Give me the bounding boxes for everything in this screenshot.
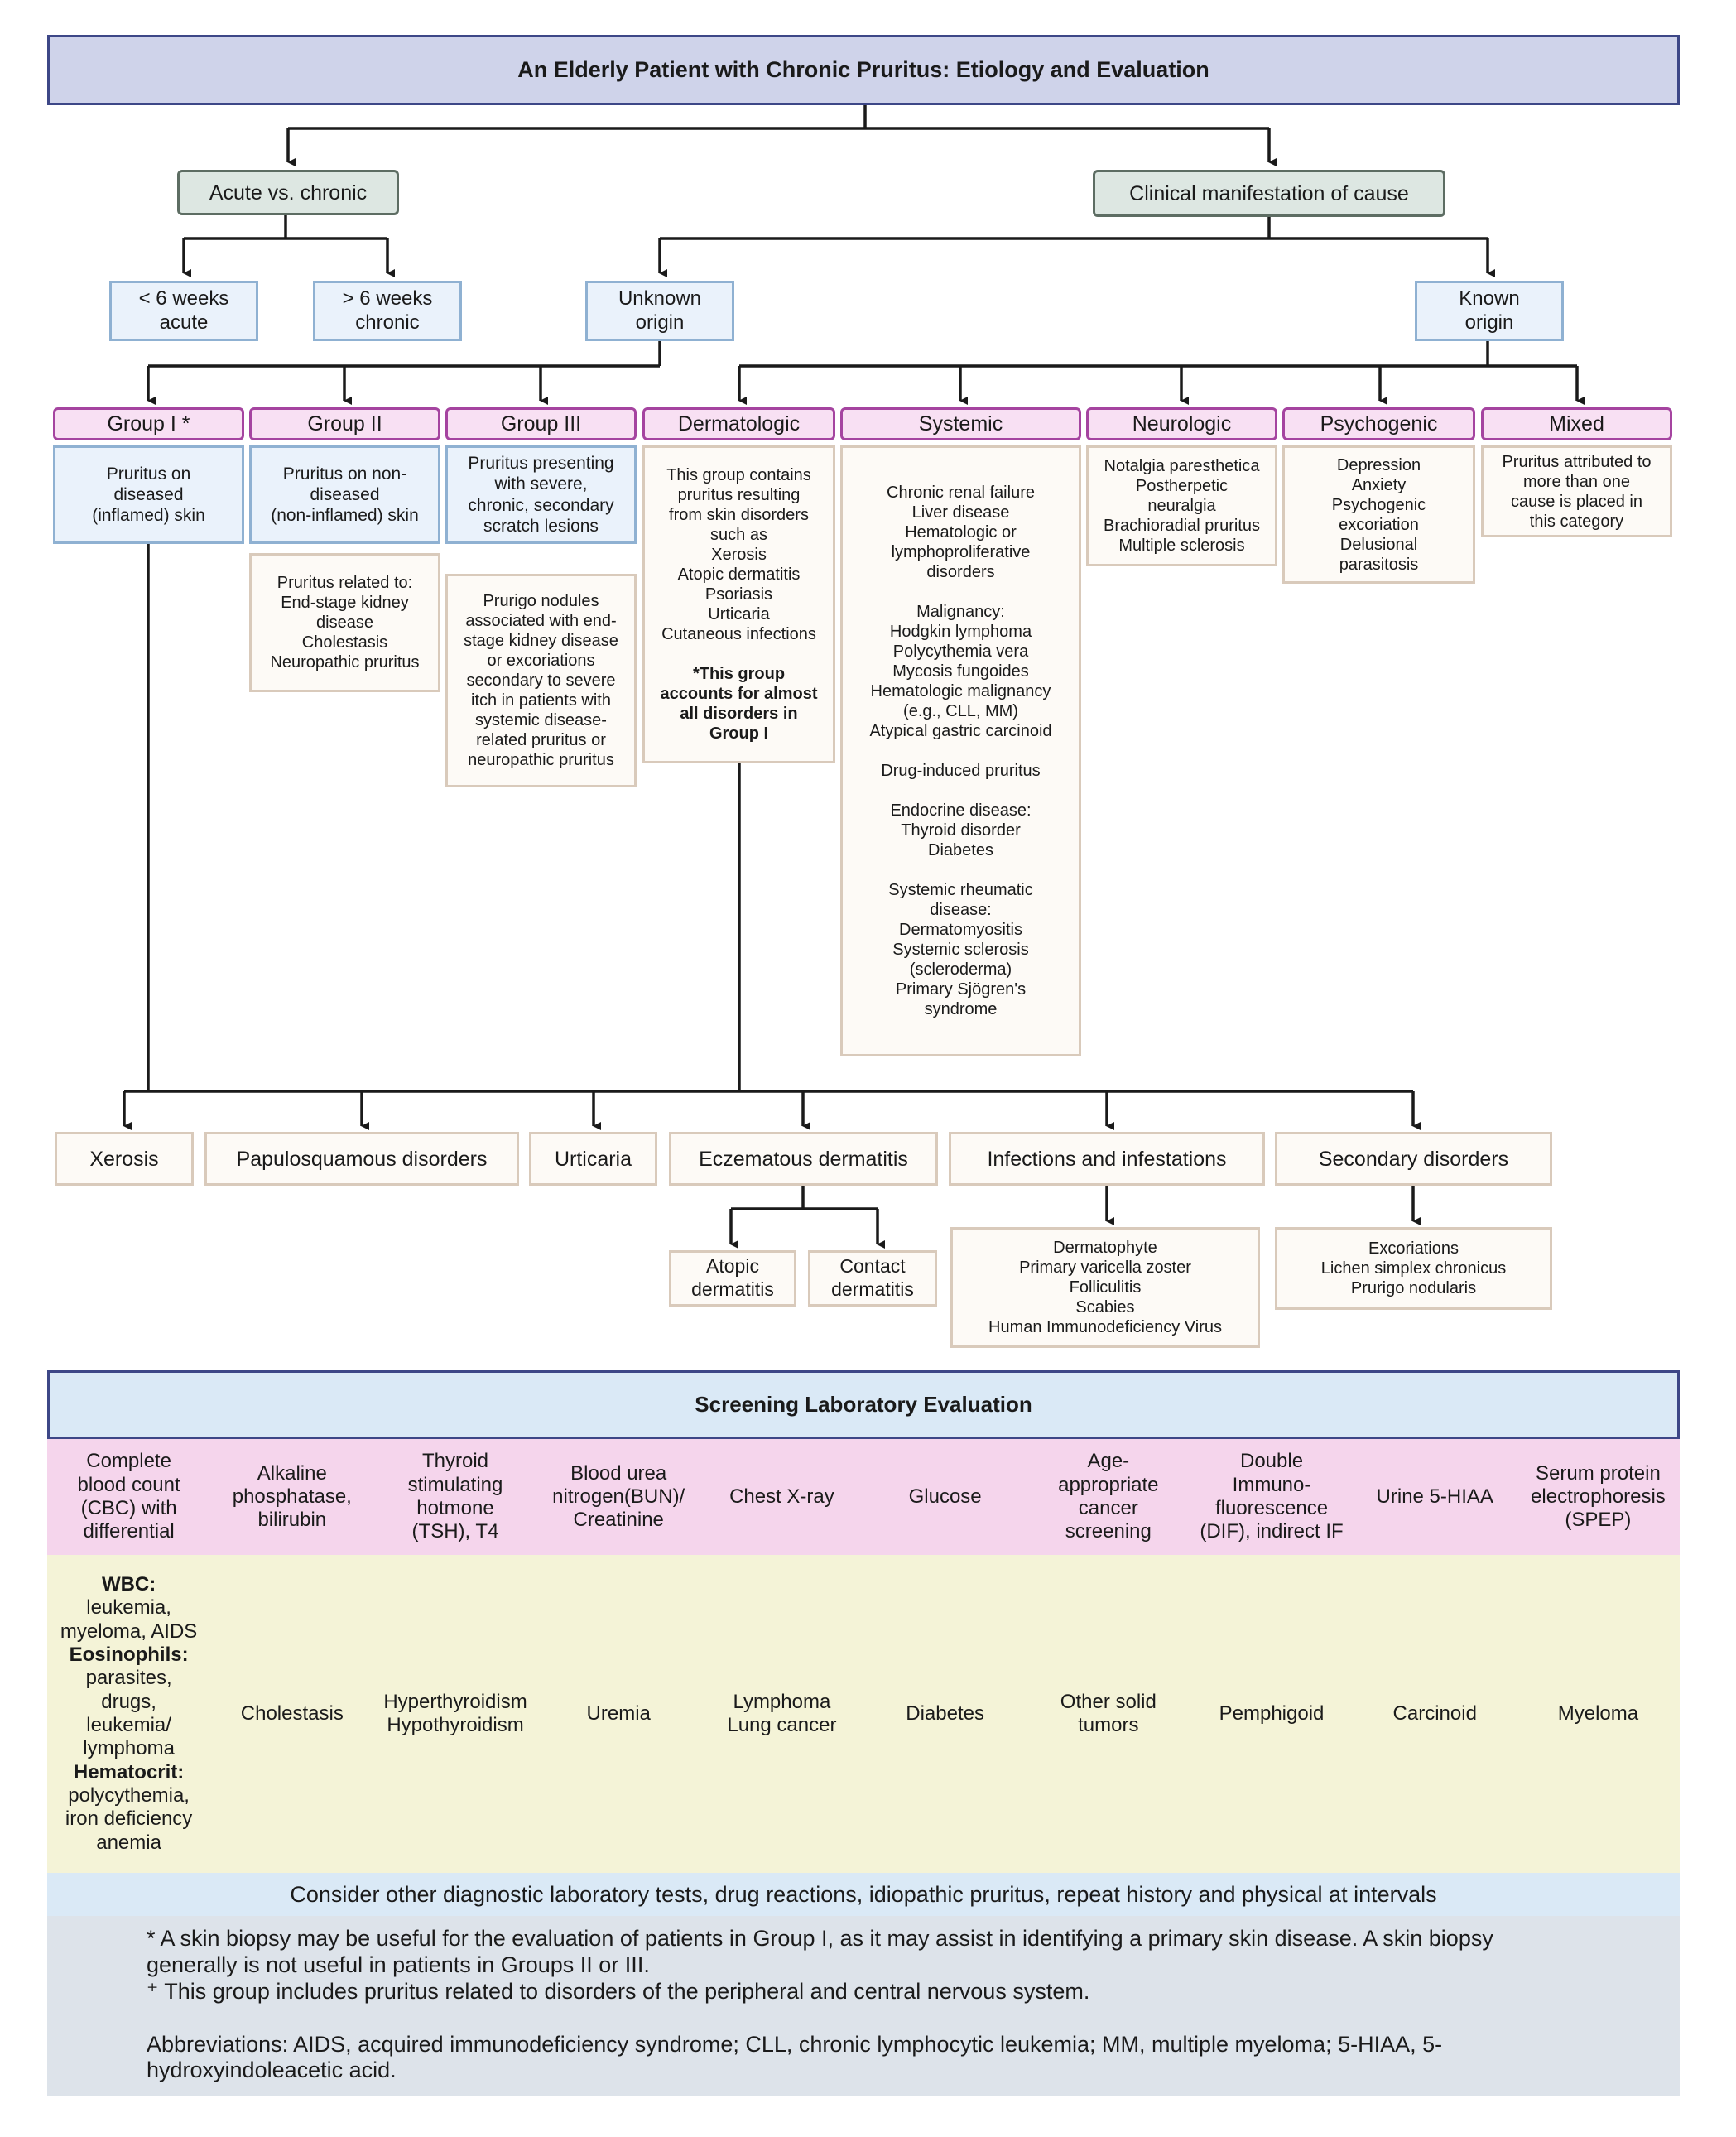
- group-1-description: Pruritus on diseased (inflamed) skin: [53, 445, 244, 544]
- neurologic-header: Neurologic: [1086, 407, 1277, 440]
- lab-test-cell: Blood urea nitrogen(BUN)/ Creatinine: [552, 1461, 685, 1532]
- lab-finding-cell: Other solid tumors: [1060, 1690, 1157, 1736]
- less-than-6-weeks-box: < 6 weeks acute: [109, 281, 258, 341]
- lab-test-cell: Thyroid stimulating hotmone (TSH), T4: [407, 1450, 503, 1543]
- acute-vs-chronic-box: Acute vs. chronic: [177, 170, 399, 215]
- contact-dermatitis-box: Contact dermatitis: [808, 1250, 937, 1307]
- lab-finding-cell: Diabetes: [906, 1701, 984, 1725]
- mixed-header: Mixed: [1481, 407, 1672, 440]
- footnote-abbreviations: Abbreviations: AIDS, acquired immunodefi…: [147, 2031, 1443, 2083]
- diagram-title: An Elderly Patient with Chronic Pruritus…: [47, 35, 1680, 105]
- group-1-header: Group I *: [53, 407, 244, 440]
- cbc-finding-label: WBC:: [101, 1573, 156, 1596]
- lab-evaluation-title: Screening Laboratory Evaluation: [47, 1370, 1680, 1439]
- footnotes: * A skin biopsy may be useful for the ev…: [47, 1916, 1680, 2096]
- papulosquamous-box: Papulosquamous disorders: [204, 1132, 519, 1186]
- dermatologic-text: This group contains pruritus resulting f…: [661, 466, 816, 643]
- lab-test-cell: Alkaline phosphatase, bilirubin: [232, 1461, 352, 1532]
- group-2-header: Group II: [249, 407, 440, 440]
- urticaria-box: Urticaria: [529, 1132, 657, 1186]
- footnote-nervous-system: ⁺ This group includes pruritus related t…: [147, 1978, 1090, 2004]
- secondary-list-box: Excoriations Lichen simplex chronicus Pr…: [1275, 1227, 1552, 1310]
- neurologic-detail: Notalgia paresthetica Postherpetic neura…: [1086, 445, 1277, 566]
- lab-test-cell: Complete blood count (CBC) with differen…: [77, 1450, 180, 1543]
- lab-test-cell: Glucose: [908, 1485, 982, 1508]
- lab-test-cell: Serum protein electrophoresis (SPEP): [1531, 1461, 1666, 1532]
- consider-other-tests: Consider other diagnostic laboratory tes…: [47, 1873, 1680, 1916]
- group-2-description: Pruritus on non- diseased (non-inflamed)…: [249, 445, 440, 544]
- cbc-finding-label: Eosinophils:: [69, 1644, 189, 1667]
- systemic-detail: Chronic renal failure Liver disease Hema…: [840, 445, 1081, 1056]
- lab-tests-row: Complete blood count (CBC) with differen…: [47, 1439, 1680, 1555]
- lab-finding-cell: Carcinoid: [1392, 1701, 1477, 1725]
- atopic-dermatitis-box: Atopic dermatitis: [669, 1250, 796, 1307]
- footnote-skin-biopsy: * A skin biopsy may be useful for the ev…: [147, 1926, 1493, 1977]
- psychogenic-detail: Depression Anxiety Psychogenic excoriati…: [1282, 445, 1475, 584]
- dermatologic-note: *This group accounts for almost all diso…: [660, 665, 818, 743]
- lab-finding-cell: Hyperthyroidism Hypothyroidism: [383, 1690, 527, 1736]
- group-3-detail: Prurigo nodules associated with end- sta…: [445, 574, 637, 787]
- psychogenic-header: Psychogenic: [1282, 407, 1475, 440]
- group-2-detail: Pruritus related to: End-stage kidney di…: [249, 553, 440, 692]
- cbc-finding-text: polycythemia, iron deficiency anemia: [65, 1783, 193, 1854]
- eczematous-box: Eczematous dermatitis: [669, 1132, 938, 1186]
- mixed-detail: Pruritus attributed to more than one cau…: [1481, 445, 1672, 537]
- unknown-origin-box: Unknown origin: [585, 281, 734, 341]
- known-origin-box: Known origin: [1415, 281, 1564, 341]
- infections-list-box: Dermatophyte Primary varicella zoster Fo…: [950, 1227, 1260, 1348]
- cbc-finding-text: parasites, drugs, leukemia/ lymphoma: [83, 1667, 175, 1760]
- secondary-disorders-box: Secondary disorders: [1275, 1132, 1552, 1186]
- lab-test-cell: Double Immuno- fluorescence (DIF), indir…: [1200, 1450, 1344, 1543]
- lab-test-cell: Chest X-ray: [729, 1485, 834, 1508]
- more-than-6-weeks-box: > 6 weeks chronic: [313, 281, 462, 341]
- dermatologic-detail: This group contains pruritus resulting f…: [642, 445, 835, 763]
- xerosis-box: Xerosis: [55, 1132, 194, 1186]
- lab-finding-cell: Cholestasis: [240, 1701, 344, 1725]
- group-3-description: Pruritus presenting with severe, chronic…: [445, 445, 637, 544]
- lab-test-cell: Urine 5-HIAA: [1376, 1485, 1493, 1508]
- systemic-header: Systemic: [840, 407, 1081, 440]
- lab-finding-cell: Lymphoma Lung cancer: [727, 1690, 837, 1736]
- cbc-finding-label: Hematocrit:: [73, 1760, 185, 1783]
- lab-finding-cell: Uremia: [586, 1701, 651, 1725]
- cbc-finding-text: leukemia, myeloma, AIDS: [60, 1596, 198, 1643]
- infections-box: Infections and infestations: [949, 1132, 1265, 1186]
- lab-finding-cell: Myeloma: [1557, 1701, 1639, 1725]
- group-3-header: Group III: [445, 407, 637, 440]
- lab-finding-cell: Pemphigoid: [1219, 1701, 1325, 1725]
- dermatologic-header: Dermatologic: [642, 407, 835, 440]
- clinical-manifestation-box: Clinical manifestation of cause: [1093, 170, 1445, 217]
- lab-test-cell: Age- appropriate cancer screening: [1058, 1450, 1159, 1543]
